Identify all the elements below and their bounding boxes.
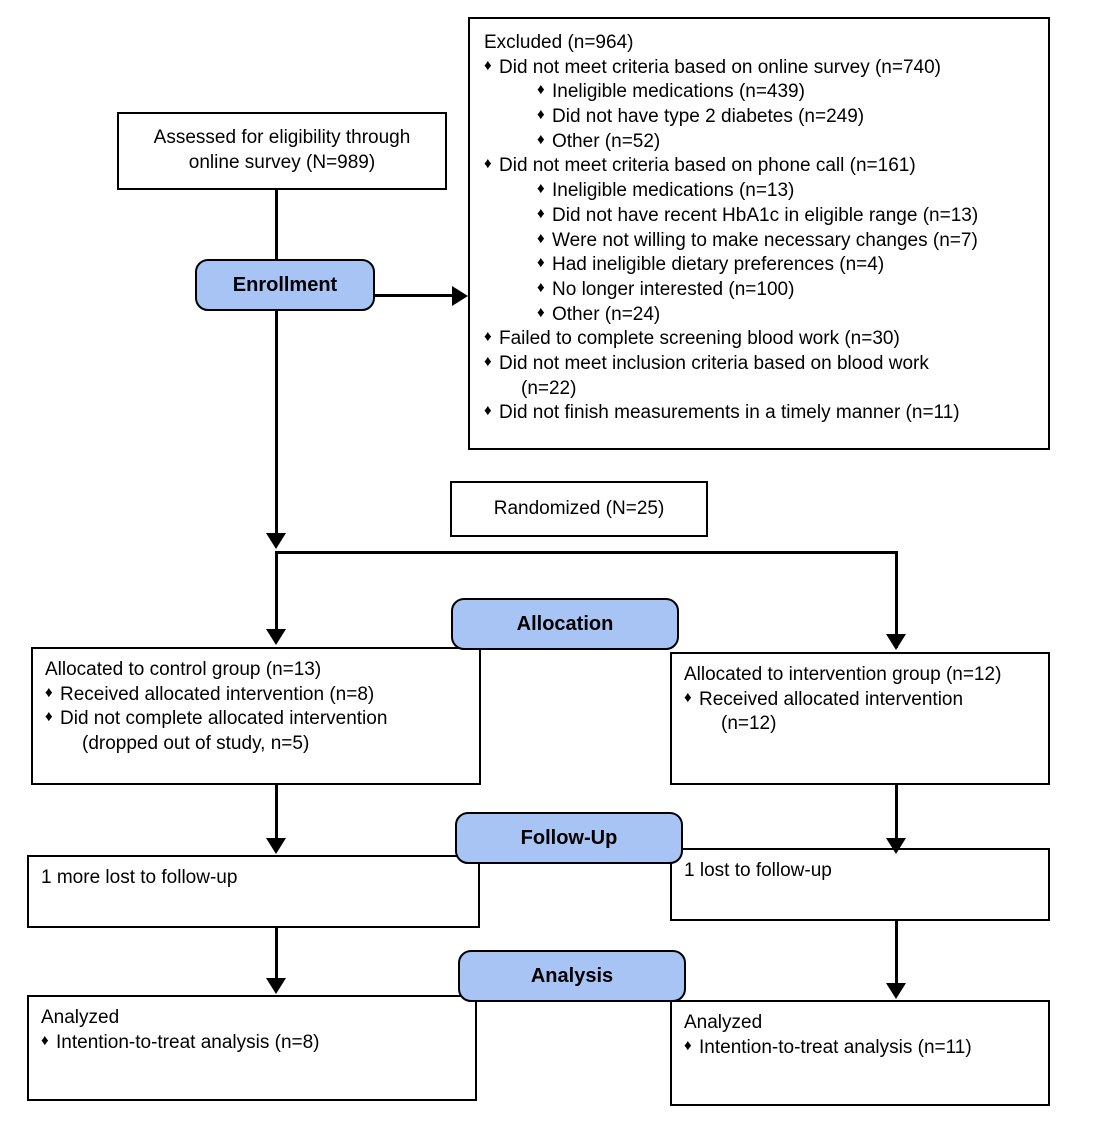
allocation-control-item-label: Received allocated intervention (n=8) xyxy=(60,683,375,705)
excluded-subitem: Did not have type 2 diabetes (n=249) xyxy=(537,105,1034,130)
excluded-subitem-label: Did not have type 2 diabetes (n=249) xyxy=(552,106,865,128)
excluded-subitem: Ineligible medications (n=13) xyxy=(537,179,1034,204)
connector-intervention-allocation-to-followup xyxy=(895,785,898,848)
excluded-subitem: No longer interested (n=100) xyxy=(537,278,1034,303)
excluded-item: Did not meet inclusion criteria based on… xyxy=(484,352,1034,401)
allocation-control-box: Allocated to control group (n=13) Receiv… xyxy=(31,647,481,785)
arrowhead-control-followup xyxy=(266,838,286,854)
excluded-item-label: Did not finish measurements in a timely … xyxy=(499,402,960,424)
connector-enrollment-to-split xyxy=(275,311,278,536)
excluded-item-label: Failed to complete screening blood work … xyxy=(499,328,900,350)
allocation-intervention-item-label: Received allocated intervention xyxy=(699,688,964,710)
excluded-item: Failed to complete screening blood work … xyxy=(484,327,1034,352)
excluded-sublist: Ineligible medications (n=13) Did not ha… xyxy=(537,179,1034,327)
excluded-subitem: Had ineligible dietary preferences (n=4) xyxy=(537,253,1034,278)
excluded-sublist: Ineligible medications (n=439) Did not h… xyxy=(537,80,1034,154)
arrowhead-control-allocation xyxy=(266,629,286,645)
arrowhead-intervention-followup xyxy=(886,838,906,854)
excluded-subitem-label: Ineligible medications (n=439) xyxy=(552,81,805,103)
stage-allocation-label: Allocation xyxy=(516,612,614,635)
connector-assessed-to-enrollment xyxy=(275,190,278,260)
analysis-intervention-title: Analyzed xyxy=(684,1012,763,1033)
analysis-control-title: Analyzed xyxy=(41,1007,120,1028)
allocation-control-title: Allocated to control group (n=13) xyxy=(45,659,322,680)
excluded-subitem-label: No longer interested (n=100) xyxy=(552,278,795,300)
excluded-subitem-label: Ineligible medications (n=13) xyxy=(552,180,795,202)
analysis-control-item: Intention-to-treat analysis (n=8) xyxy=(41,1031,463,1056)
excluded-item-label: Did not meet criteria based on phone cal… xyxy=(499,155,916,177)
excluded-subitem-label: Did not have recent HbA1c in eligible ra… xyxy=(552,204,979,226)
excluded-subitem: Other (n=24) xyxy=(537,303,1034,328)
arrowhead-enrollment-split xyxy=(266,533,286,549)
analysis-intervention-box: Analyzed Intention-to-treat analysis (n=… xyxy=(670,1000,1050,1106)
stage-followup-label: Follow-Up xyxy=(520,826,618,849)
assessed-line-1: Assessed for eligibility through xyxy=(153,127,411,149)
allocation-control-item: Did not complete allocated intervention … xyxy=(45,707,467,756)
excluded-item-continuation: (n=22) xyxy=(521,377,577,399)
excluded-subitem: Other (n=52) xyxy=(537,130,1034,155)
analysis-intervention-item: Intention-to-treat analysis (n=11) xyxy=(684,1036,1036,1061)
excluded-item-label: Did not meet criteria based on online su… xyxy=(499,56,941,78)
analysis-control-item-label: Intention-to-treat analysis (n=8) xyxy=(56,1031,320,1053)
analysis-control-list: Intention-to-treat analysis (n=8) xyxy=(41,1031,463,1056)
arrowhead-control-analysis xyxy=(266,978,286,994)
branch-right-to-intervention-allocation xyxy=(895,551,898,648)
stage-allocation: Allocation xyxy=(451,598,679,650)
connector-control-followup-to-analysis xyxy=(275,928,278,988)
assessed-line-2: online survey (N=989) xyxy=(188,152,376,173)
excluded-subitem: Were not willing to make necessary chang… xyxy=(537,229,1034,254)
allocation-control-list: Received allocated intervention (n=8) Di… xyxy=(45,683,467,757)
randomized-label: Randomized (N=25) xyxy=(493,497,665,519)
assessed-for-eligibility-box: Assessed for eligibility through online … xyxy=(117,112,447,190)
excluded-subitem: Ineligible medications (n=439) xyxy=(537,80,1034,105)
excluded-item: Did not meet criteria based on phone cal… xyxy=(484,154,1034,327)
allocation-intervention-box: Allocated to intervention group (n=12) R… xyxy=(670,652,1050,785)
excluded-item-label: Did not meet inclusion criteria based on… xyxy=(499,352,929,374)
allocation-intervention-list: Received allocated intervention (n=12) xyxy=(684,688,1036,737)
allocation-control-item: Received allocated intervention (n=8) xyxy=(45,683,467,708)
allocation-intervention-item: Received allocated intervention (n=12) xyxy=(684,688,1036,737)
allocation-control-item-continuation: (dropped out of study, n=5) xyxy=(82,733,310,755)
allocation-control-item-label: Did not complete allocated intervention xyxy=(60,708,388,730)
followup-control-title: 1 more lost to follow-up xyxy=(41,867,238,888)
excluded-subitem-label: Other (n=24) xyxy=(552,303,661,325)
connector-control-allocation-to-followup xyxy=(275,785,278,848)
connector-intervention-followup-to-analysis xyxy=(895,921,898,993)
arrowhead-intervention-analysis xyxy=(886,983,906,999)
stage-followup: Follow-Up xyxy=(455,812,683,864)
followup-control-box: 1 more lost to follow-up xyxy=(27,855,480,928)
arrowhead-intervention-allocation xyxy=(886,634,906,650)
excluded-list: Did not meet criteria based on online su… xyxy=(484,56,1034,426)
split-bar-allocation xyxy=(275,551,898,554)
stage-analysis: Analysis xyxy=(458,950,686,1002)
followup-intervention-box: 1 lost to follow-up xyxy=(670,848,1050,921)
stage-enrollment: Enrollment xyxy=(195,259,375,311)
excluded-item: Did not finish measurements in a timely … xyxy=(484,401,1034,426)
excluded-subitem-label: Were not willing to make necessary chang… xyxy=(552,229,978,251)
excluded-box: Excluded (n=964) Did not meet criteria b… xyxy=(468,17,1050,450)
allocation-intervention-item-continuation: (n=12) xyxy=(721,713,777,735)
excluded-subitem-label: Had ineligible dietary preferences (n=4) xyxy=(552,254,885,276)
allocation-intervention-title: Allocated to intervention group (n=12) xyxy=(684,664,1002,685)
analysis-intervention-list: Intention-to-treat analysis (n=11) xyxy=(684,1036,1036,1061)
excluded-subitem: Did not have recent HbA1c in eligible ra… xyxy=(537,204,1034,229)
analysis-intervention-item-label: Intention-to-treat analysis (n=11) xyxy=(699,1036,972,1058)
connector-enrollment-to-excluded xyxy=(375,294,455,297)
stage-enrollment-label: Enrollment xyxy=(232,273,338,296)
arrowhead-to-excluded xyxy=(452,286,468,306)
excluded-item: Did not meet criteria based on online su… xyxy=(484,56,1034,155)
randomized-box: Randomized (N=25) xyxy=(450,481,708,537)
analysis-control-box: Analyzed Intention-to-treat analysis (n=… xyxy=(27,995,477,1101)
excluded-title: Excluded (n=964) xyxy=(484,32,634,53)
followup-intervention-title: 1 lost to follow-up xyxy=(684,860,832,881)
stage-analysis-label: Analysis xyxy=(530,964,614,987)
excluded-subitem-label: Other (n=52) xyxy=(552,130,661,152)
branch-left-to-control-allocation xyxy=(275,551,278,633)
